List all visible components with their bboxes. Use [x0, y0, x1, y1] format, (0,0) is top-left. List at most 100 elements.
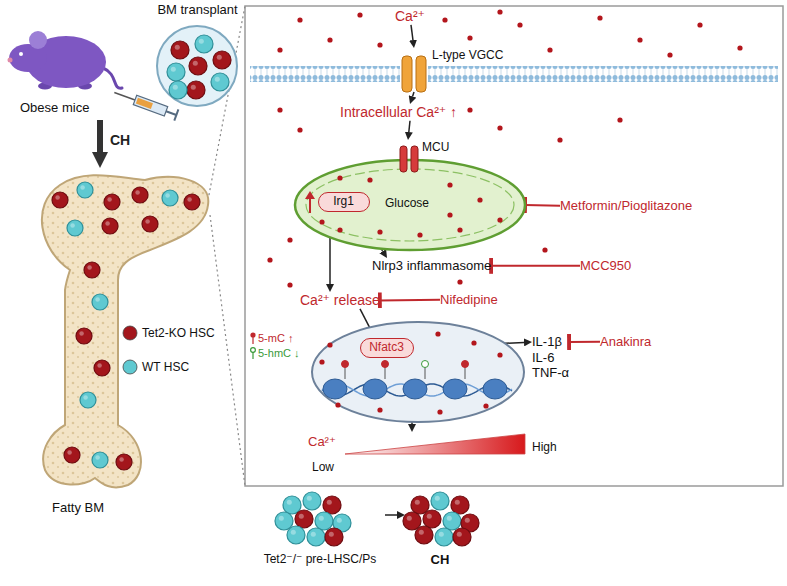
calcium-dot	[547, 47, 552, 52]
hsc-cell	[443, 512, 461, 530]
channel-symbol: MCU	[398, 140, 460, 174]
calcium-dot	[367, 177, 372, 182]
calcium-dot	[417, 232, 422, 237]
legend-swatch	[123, 360, 137, 374]
hsc-cell	[80, 392, 96, 408]
cell-cluster: CH	[405, 490, 475, 572]
ion-label: Intracellular Ca²⁺ ↑	[340, 104, 457, 121]
arrow-connector	[413, 92, 414, 96]
calcium-dot	[377, 42, 382, 47]
arrow-connector	[409, 121, 410, 132]
calcium-dot	[319, 359, 324, 364]
calcium-dot	[517, 22, 522, 27]
drug-label: Nifedipine	[440, 292, 498, 308]
node-text: Low	[312, 460, 334, 474]
node-text: Irg1	[319, 194, 368, 208]
hsc-cell	[167, 63, 185, 81]
node-text: TNF-α	[532, 365, 569, 381]
calcium-dot	[467, 35, 472, 40]
node-text: IL-6	[532, 350, 569, 366]
hsc-cell	[303, 492, 321, 510]
inhibition-line	[491, 265, 580, 267]
cell-membrane	[250, 66, 400, 82]
complex-label: Nlrp3 inflammasome	[372, 258, 491, 274]
zoom-panel	[245, 6, 783, 486]
node-text: Ca²⁺	[395, 8, 425, 25]
calcium-dot	[457, 279, 462, 284]
hsc-cell	[431, 492, 449, 510]
hsc-cell	[211, 73, 229, 91]
hsc-cell	[116, 454, 132, 470]
calcium-dot	[597, 15, 602, 20]
zoom-line	[210, 215, 245, 486]
hsc-cell	[102, 218, 118, 234]
hsc-cell	[453, 528, 471, 546]
hsc-cell	[451, 496, 469, 514]
calcium-dot	[327, 37, 332, 42]
calcium-dot	[497, 9, 502, 14]
legend-swatch	[123, 326, 137, 340]
calcium-dot	[297, 17, 302, 22]
calcium-dot	[287, 282, 292, 287]
node-text: Nlrp3 inflammasome	[372, 258, 491, 274]
node-text: Nfatc3	[361, 340, 412, 354]
calcium-dot	[377, 407, 382, 412]
calcium-dot	[377, 229, 382, 234]
hsc-cell	[76, 328, 92, 344]
hsc-cell	[415, 526, 433, 544]
hsc-cell	[104, 194, 120, 210]
calcium-dot	[557, 137, 562, 142]
hsc-cell	[423, 510, 441, 528]
calcium-dot	[617, 117, 622, 122]
hsc-cell	[64, 447, 80, 463]
node-text: Obese mice	[20, 100, 89, 116]
hsc-cell	[92, 452, 108, 468]
node-text: Ca²⁺	[308, 434, 336, 450]
hsc-cell	[295, 510, 313, 528]
legend-swatch	[122, 325, 138, 341]
calcium-dot	[497, 217, 502, 222]
cell-cluster: Tet2⁻/⁻ pre-LHSC/Ps	[255, 490, 385, 572]
mitochondrion: MCUIrg1Glucose	[295, 160, 525, 250]
node-text: L-type VGCC	[432, 48, 503, 62]
legend-row: WT HSC	[122, 356, 215, 378]
node-text: MCC950	[580, 258, 631, 274]
hsc-cell	[132, 187, 148, 203]
calcium-dot	[542, 247, 547, 252]
calcium-dot	[477, 197, 482, 202]
arrow-connector	[411, 25, 413, 40]
legend: Tet2-KO HSC WT HSC	[122, 322, 215, 390]
ion-label: Ca²⁺ release	[300, 292, 380, 309]
calcium-dot	[277, 47, 282, 52]
calcium-dot	[467, 107, 472, 112]
legend-row: Tet2-KO HSC	[122, 322, 215, 344]
calcium-dot	[447, 182, 452, 187]
hsc-cell	[162, 190, 178, 206]
hsc-cell	[92, 294, 108, 310]
hsc-cell	[169, 81, 187, 99]
hsc-cell	[435, 528, 453, 546]
calcium-dot	[637, 37, 642, 42]
calcium-dot	[357, 12, 362, 17]
hsc-cell	[287, 526, 305, 544]
edge-label: CH	[108, 132, 132, 148]
gradient-bar-shape	[300, 432, 565, 480]
calcium-dot	[335, 402, 340, 407]
calcium-dot	[337, 227, 342, 232]
arrow-connector	[97, 120, 103, 152]
hsc-cell	[67, 220, 83, 236]
calcium-dot	[337, 175, 342, 180]
drug-label: Metformin/Pioglitazone	[560, 198, 692, 214]
node-text: Fatty BM	[52, 500, 104, 516]
calcium-dot	[267, 257, 272, 262]
drug-label: Anakinra	[600, 334, 651, 350]
hsc-cell	[77, 182, 93, 198]
calcium-dot	[667, 52, 672, 57]
calcium-dot	[277, 107, 282, 112]
protein-pill: Irg1	[318, 192, 370, 212]
hsc-cell	[94, 360, 110, 376]
hsc-cell	[213, 51, 231, 69]
node-text: MCU	[422, 140, 449, 154]
hsc-cell	[171, 41, 189, 59]
calcium-dot	[497, 352, 502, 357]
